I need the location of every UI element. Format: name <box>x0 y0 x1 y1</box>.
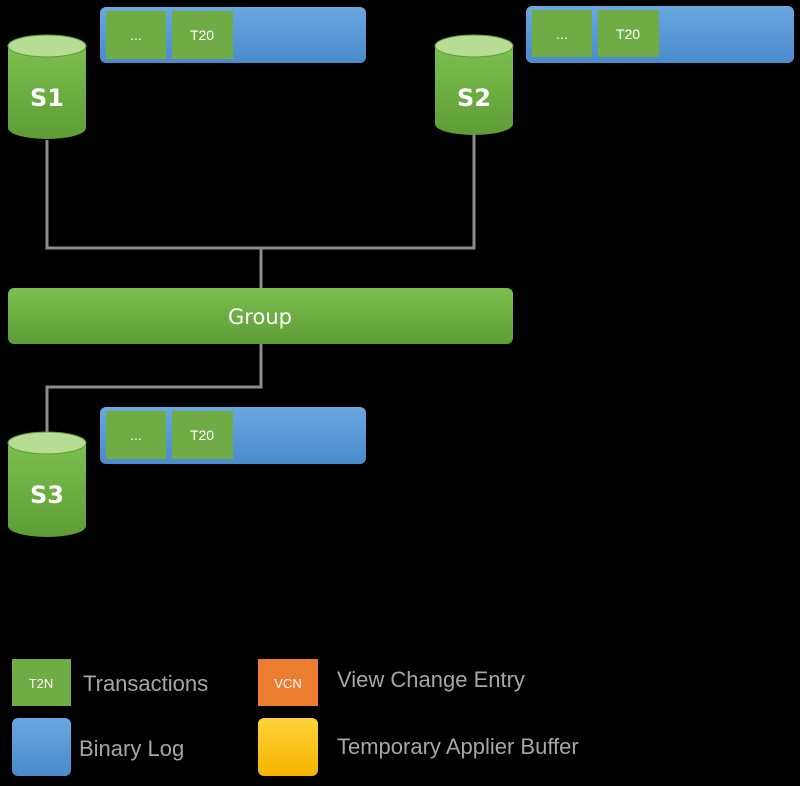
binary-log-s1: ... T20 <box>100 7 366 63</box>
legend-swatch-binary-log <box>12 718 71 776</box>
transaction-label: T20 <box>190 27 214 43</box>
legend: T2N Transactions VCN View Change Entry B… <box>12 659 579 776</box>
transaction-label: ... <box>130 427 142 443</box>
s3-connector <box>45 344 263 437</box>
binary-log-s2: ... T20 <box>526 6 794 63</box>
legend-swatch-view-change <box>258 659 318 706</box>
server-label: S3 <box>30 481 64 509</box>
transaction-entry <box>172 411 233 459</box>
transaction-entry <box>106 411 166 459</box>
binary-log-s3: ... T20 <box>100 407 366 464</box>
transaction-label: T20 <box>190 427 214 443</box>
server-label: S1 <box>30 84 64 112</box>
transaction-entry <box>598 10 659 57</box>
s1-connector <box>45 140 263 288</box>
server-label: S2 <box>457 84 491 112</box>
legend-binary-log: Binary Log <box>12 718 184 776</box>
legend-transactions: T2N Transactions <box>12 659 208 706</box>
legend-label: Temporary Applier Buffer <box>337 734 579 759</box>
legend-swatch-applier-buffer <box>258 718 318 776</box>
database-icon <box>7 34 87 139</box>
legend-view-change: VCN View Change Entry <box>258 659 525 706</box>
group-bar: Group <box>8 288 513 344</box>
legend-label: Binary Log <box>79 736 184 761</box>
legend-label: View Change Entry <box>337 667 525 692</box>
legend-applier-buffer: Temporary Applier Buffer <box>258 718 579 776</box>
database-icon <box>434 34 514 135</box>
transaction-label: ... <box>130 27 142 43</box>
transaction-entry <box>106 11 166 59</box>
transaction-entry <box>172 11 233 59</box>
transaction-entry <box>532 10 592 57</box>
group-label: Group <box>228 305 292 329</box>
legend-swatch-transactions <box>12 659 71 706</box>
database-icon <box>7 431 87 537</box>
legend-label: Transactions <box>83 671 208 696</box>
server-s1: S1 <box>7 34 87 139</box>
legend-swatch-label: VCN <box>274 676 301 691</box>
connectors <box>45 135 476 437</box>
server-s2: S2 <box>434 34 514 135</box>
transaction-label: T20 <box>616 26 640 42</box>
server-s3: S3 <box>7 431 87 537</box>
legend-swatch-label: T2N <box>29 676 54 691</box>
s2-connector <box>261 135 476 250</box>
binary-log-bar <box>526 6 794 63</box>
transaction-label: ... <box>556 26 568 42</box>
